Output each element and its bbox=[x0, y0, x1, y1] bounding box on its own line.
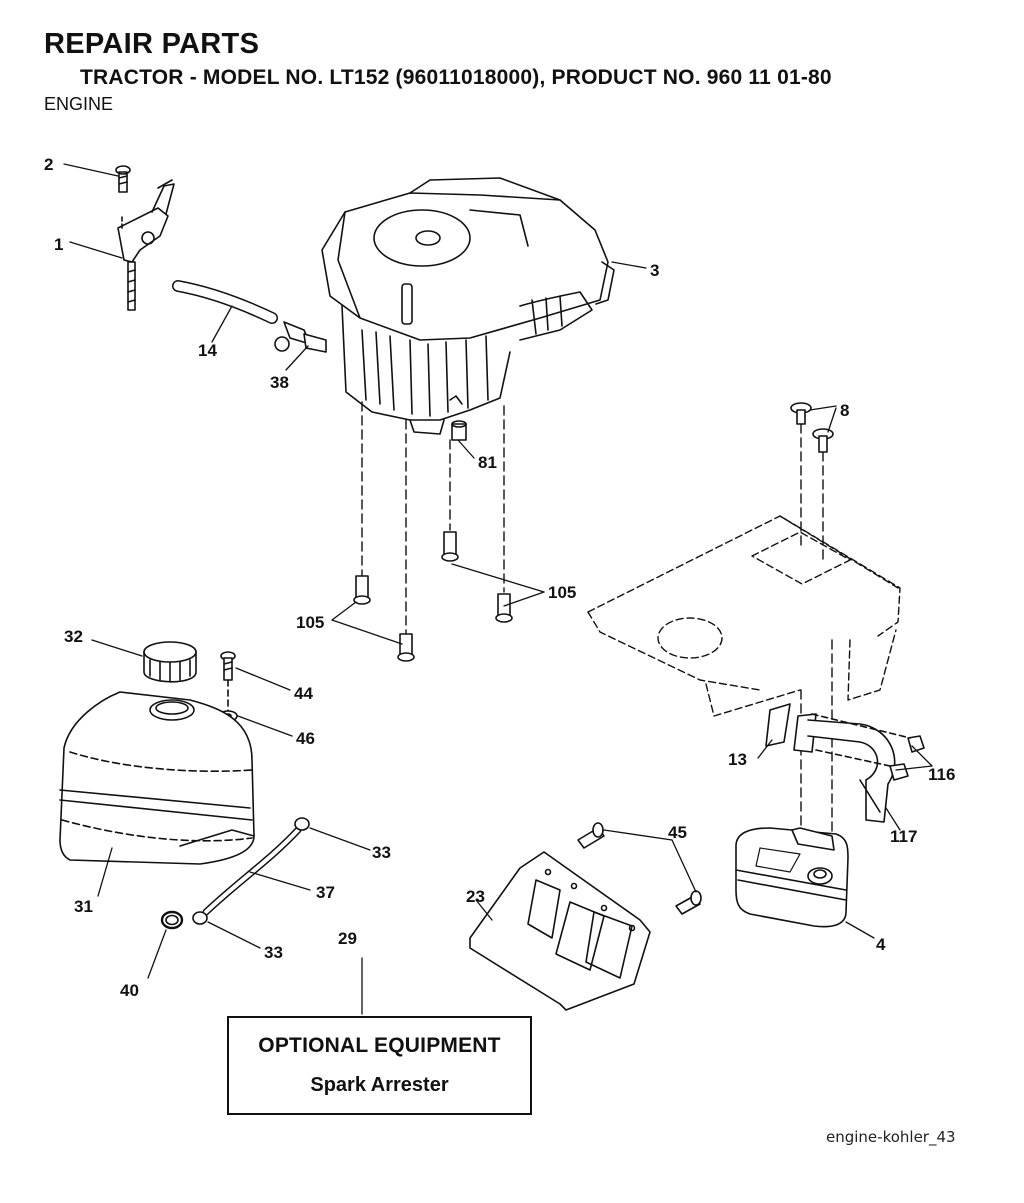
clamps-part-33 bbox=[192, 817, 310, 925]
callout-4: 4 bbox=[876, 935, 886, 954]
callout-105-left: 105 bbox=[296, 613, 324, 632]
screws-part-45 bbox=[577, 822, 702, 915]
callout-1: 1 bbox=[54, 235, 63, 254]
optional-equipment-title: OPTIONAL EQUIPMENT bbox=[258, 1034, 501, 1057]
callout-117: 117 bbox=[890, 827, 917, 846]
callout-38: 38 bbox=[270, 373, 289, 392]
fuel-tank-part-31 bbox=[59, 691, 255, 865]
fuel-hose-part-14 bbox=[172, 280, 278, 324]
screws-part-8 bbox=[790, 402, 834, 453]
callout-8: 8 bbox=[840, 401, 849, 420]
fuel-cap-part-32 bbox=[143, 641, 197, 683]
throttle-control-part-1 bbox=[117, 179, 175, 311]
screw-part-2 bbox=[115, 165, 131, 193]
nuts-part-116 bbox=[811, 713, 925, 781]
model-subtitle: TRACTOR - MODEL NO. LT152 (96011018000),… bbox=[80, 66, 832, 89]
callout-37: 37 bbox=[316, 883, 335, 902]
fitting-part-38 bbox=[274, 321, 327, 353]
heat-shield-part-23 bbox=[469, 851, 651, 1011]
spacer-part-81 bbox=[451, 420, 467, 441]
bolts-part-105 bbox=[353, 531, 513, 662]
callout-3: 3 bbox=[650, 261, 659, 280]
callout-116: 116 bbox=[928, 765, 955, 784]
tractor-frame bbox=[587, 515, 901, 717]
fuel-line-part-37 bbox=[202, 826, 302, 916]
callout-33-upper: 33 bbox=[372, 843, 391, 862]
spark-arrester-label: Spark Arrester bbox=[310, 1074, 449, 1096]
callout-81: 81 bbox=[478, 453, 497, 472]
callout-105-right: 105 bbox=[548, 583, 576, 602]
exhaust-pipe-part-117 bbox=[765, 703, 896, 823]
callout-44: 44 bbox=[294, 684, 313, 703]
callout-2: 2 bbox=[44, 155, 53, 174]
page-title: REPAIR PARTS bbox=[44, 28, 260, 60]
callout-32: 32 bbox=[64, 627, 83, 646]
alignment-lines bbox=[361, 401, 833, 839]
callout-40: 40 bbox=[120, 981, 139, 1000]
callout-46: 46 bbox=[296, 729, 315, 748]
callout-33-lower: 33 bbox=[264, 943, 283, 962]
callout-45: 45 bbox=[668, 823, 687, 842]
diagram-code: engine-kohler_43 bbox=[826, 1128, 956, 1146]
callout-14: 14 bbox=[198, 341, 217, 360]
callout-29: 29 bbox=[338, 929, 357, 948]
section-name: ENGINE bbox=[44, 94, 114, 114]
callout-31: 31 bbox=[74, 897, 93, 916]
engine-part-3 bbox=[321, 177, 615, 435]
callout-23: 23 bbox=[466, 887, 485, 906]
callout-13: 13 bbox=[728, 750, 747, 769]
clamp-part-40 bbox=[160, 910, 184, 930]
optional-equipment-box: OPTIONAL EQUIPMENT Spark Arrester bbox=[227, 1016, 532, 1115]
muffler-part-4 bbox=[735, 827, 849, 928]
leader-lines bbox=[63, 163, 933, 1015]
